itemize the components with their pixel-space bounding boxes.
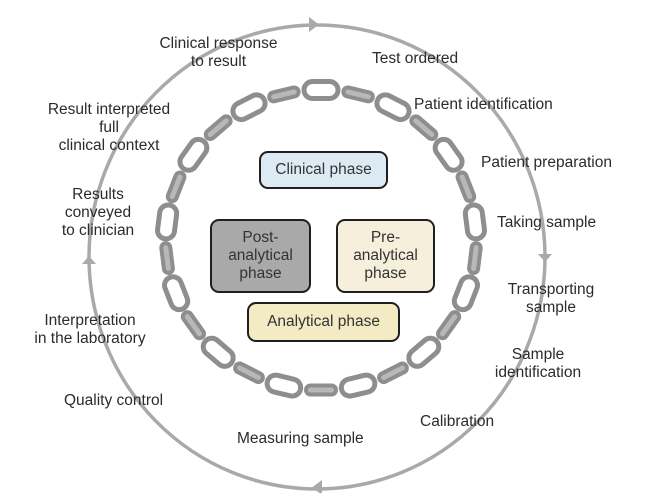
- chain-link: [264, 372, 304, 399]
- chain-link: [377, 361, 409, 385]
- chain-link: [304, 383, 338, 397]
- chain-link: [159, 241, 175, 276]
- post-analytical-phase-box: Post- analytical phase: [210, 219, 311, 293]
- step-patient-preparation: Patient preparation: [481, 154, 612, 171]
- step-test-ordered: Test ordered: [372, 50, 459, 67]
- pre-analytical-phase-box: Pre- analytical phase: [336, 219, 435, 293]
- cycle-arrow-top: [309, 17, 319, 32]
- step-results-conveyed: Results conveyed to clinician: [61, 186, 135, 239]
- step-clinical-response: Clinical response to result: [159, 35, 278, 70]
- chain-link: [338, 372, 378, 399]
- step-quality-control: Quality control: [64, 392, 164, 409]
- chain-link: [200, 335, 236, 369]
- analytical-phase-label: Analytical phase: [267, 313, 380, 330]
- chain-link: [451, 274, 481, 313]
- chain-link: [301, 79, 341, 101]
- step-result-interpreted: Result interpreted full clinical context: [47, 101, 171, 154]
- chain-link: [436, 310, 462, 341]
- cycle-arrow-left: [82, 256, 96, 264]
- chain-link: [177, 136, 210, 173]
- chain-link: [233, 361, 265, 385]
- chain-link: [409, 114, 439, 142]
- chain-link: [432, 136, 465, 173]
- pre-analytical-line1: Pre-: [370, 229, 401, 246]
- chain-link: [341, 85, 375, 104]
- step-sample-identification: Sample identification: [494, 346, 582, 381]
- step-taking-sample: Taking sample: [497, 214, 597, 231]
- chain-link: [161, 274, 191, 313]
- step-patient-identification: Patient identification: [414, 96, 553, 113]
- post-analytical-line2: analytical: [228, 247, 293, 264]
- chain-link: [462, 202, 487, 242]
- step-interpretation-lab: Interpretation in the laboratory: [34, 312, 146, 347]
- chain-link: [467, 241, 483, 276]
- step-calibration: Calibration: [420, 413, 495, 430]
- step-transporting-sample: Transporting sample: [507, 281, 595, 316]
- chain-ring: [155, 79, 487, 399]
- chain-link: [267, 85, 301, 104]
- cycle-arrow-right: [538, 254, 552, 262]
- chain-link: [155, 202, 180, 242]
- chain-link: [455, 170, 477, 204]
- pre-analytical-line2: analytical: [353, 247, 418, 264]
- chain-link: [180, 310, 206, 341]
- post-analytical-line3: phase: [239, 265, 282, 282]
- cycle-arrow-bottom: [312, 480, 322, 493]
- pre-analytical-line3: phase: [364, 265, 407, 282]
- post-analytical-line1: Post-: [242, 229, 279, 246]
- chain-link: [406, 335, 442, 369]
- chain-link: [374, 92, 412, 123]
- chain-link: [230, 92, 268, 123]
- analytical-phase-box: Analytical phase: [247, 302, 400, 342]
- clinical-phase-box: Clinical phase: [259, 151, 388, 189]
- chain-link: [203, 114, 233, 142]
- clinical-phase-label: Clinical phase: [275, 161, 372, 178]
- chain-link: [165, 170, 187, 204]
- step-measuring-sample: Measuring sample: [237, 430, 364, 447]
